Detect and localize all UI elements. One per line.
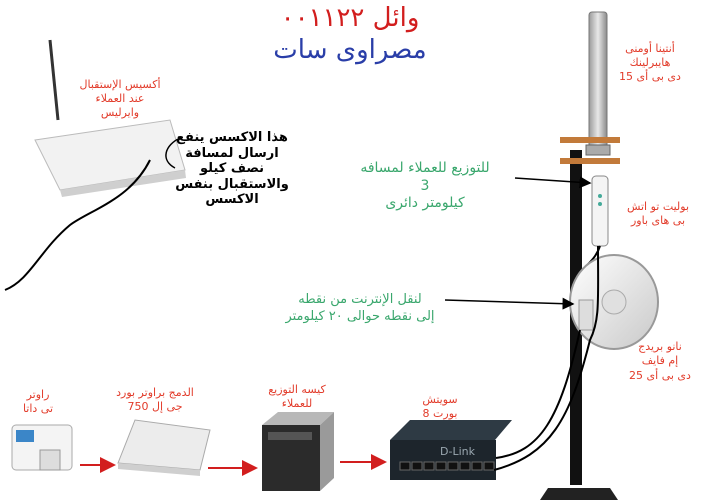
nanobridge-line-3: دى بى أى 25 [629, 368, 691, 382]
access-point-line-2: عند العملاء [95, 91, 145, 105]
omni-line-2: هايبرلينك [629, 55, 671, 69]
omni-antenna-label: أنتينا أومنى هايبرلينك دى بى أى 15 [600, 42, 700, 83]
server-pc-icon [262, 412, 334, 491]
bullet-line-1: بوليت تو اتش [626, 200, 690, 213]
switch-line-1: سويتش [422, 393, 458, 406]
access-point-line-3: وايرليس [100, 105, 140, 119]
wireless-access-point-icon [34, 39, 186, 197]
mikrotik-line-1: الدمج براوتر بورد [116, 386, 194, 399]
omni-line-3: دى بى أى 15 [619, 69, 681, 83]
router-label: راوتر تى داتا [8, 388, 68, 416]
mikrotik-routerboard-icon [117, 419, 211, 476]
server-line-2: للعملاء [281, 396, 313, 410]
nanobridge-line-2: إم فايف [641, 354, 679, 368]
access-point-line-1: أكسيس الإستقبال [79, 78, 161, 91]
header-name: وائل ٠٠١١٢٢ [280, 3, 420, 33]
backhaul-line-1: لنقل الإنترنت من نقطه [298, 292, 422, 307]
mikrotik-line-2: جى إل 750 [127, 399, 183, 413]
access-note-line-3: نصف كيلو [199, 161, 265, 177]
backhaul-line-2: إلى نقطه حوالى ٢٠ كيلومتر [285, 308, 435, 324]
access-note-line-1: هذا الاكسس ينفع [176, 130, 288, 145]
router-line-2: تى داتا [22, 401, 54, 415]
distribution-note: للتوزيع للعملاء لمسافه 3 كيلومتر دائرى [330, 160, 520, 213]
access-note-line-4: والاستقبال بنفس [175, 176, 289, 192]
backhaul-note: لنقل الإنترنت من نقطه إلى نقطه حوالى ٢٠ … [270, 292, 450, 326]
router-line-1: راوتر [26, 388, 50, 401]
switch-line-2: بورت 8 [422, 406, 458, 420]
omni-antenna-icon [560, 11, 620, 164]
server-label: كيسه التوزيع للعملاء [252, 383, 342, 411]
switch-label: سويتش بورت 8 [405, 393, 475, 421]
header-brand: مصراوى سات [273, 35, 427, 65]
cables [4, 159, 600, 471]
nanobridge-label: نانو بريدج إم فايف دى بى أى 25 [618, 340, 702, 383]
omni-line-1: أنتينا أومنى [625, 42, 675, 55]
access-point-label: أكسيس الإستقبال عند العملاء وايرليس [60, 78, 180, 119]
access-note-line-5: الاكسس [205, 192, 259, 208]
bullet-line-2: بى هاى باور [630, 214, 686, 228]
bullet-label: بوليت تو اتش بى هاى باور [616, 200, 700, 229]
switch-brand-label: D-Link [440, 445, 476, 458]
router-icon [11, 424, 73, 471]
distribution-line-3: كيلومتر دائرى [385, 195, 465, 211]
distribution-line-2: 3 [420, 177, 430, 194]
access-note-line-2: ارسال لمسافة [185, 145, 279, 161]
mikrotik-label: الدمج براوتر بورد جى إل 750 [100, 386, 210, 414]
distribution-line-1: للتوزيع للعملاء لمسافه [360, 160, 490, 176]
nanobridge-line-1: نانو بريدج [638, 340, 682, 353]
access-point-note: هذا الاكسس ينفع ارسال لمسافة نصف كيلو وا… [172, 130, 292, 208]
nanobridge-dish-icon [569, 254, 659, 350]
server-line-1: كيسه التوزيع [268, 383, 326, 396]
note-arrows [165, 137, 592, 310]
network-switch-icon [390, 420, 512, 480]
flow-arrows [80, 454, 387, 476]
